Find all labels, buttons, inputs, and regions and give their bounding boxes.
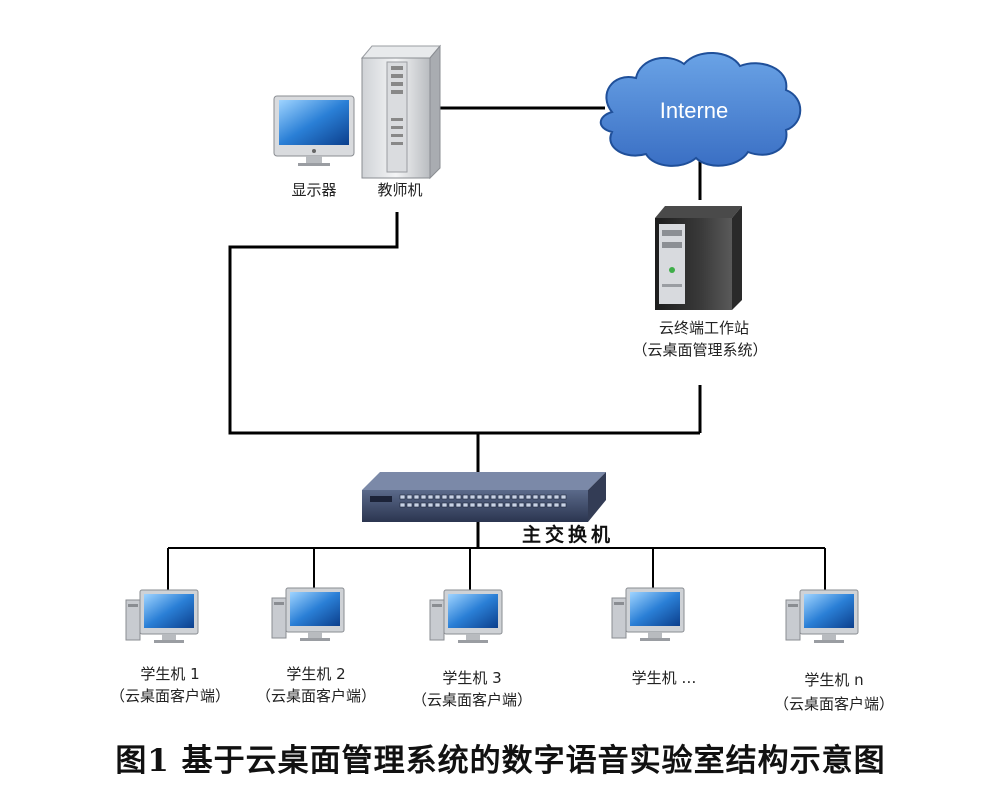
teacher-pc-tower-icon (360, 44, 442, 180)
workstation-label-line1: 云终端工作站 (658, 319, 750, 337)
student-role-2: （云桌面客户端） (255, 687, 377, 705)
workstation-server-icon (655, 206, 742, 310)
teacher-pc-label: 教师机 (377, 181, 423, 199)
student-name-4: 学生机 … (631, 669, 697, 687)
student-role-5: （云桌面客户端） (773, 695, 895, 713)
main-switch-icon (362, 472, 606, 522)
student-pc-icon-2 (271, 587, 345, 641)
workstation-label-line2: （云桌面管理系统） (632, 341, 768, 359)
internet-label: Interne (660, 98, 729, 123)
student-name-3: 学生机 3 (442, 669, 502, 687)
student-name-1: 学生机 1 (140, 665, 200, 683)
student-name-5: 学生机 n (804, 671, 864, 689)
main-switch-label: 主交换机 (522, 524, 615, 546)
student-role-3: （云桌面客户端） (411, 691, 533, 709)
student-name-2: 学生机 2 (286, 665, 346, 683)
student-role-1: （云桌面客户端） (109, 687, 231, 705)
teacher-to-switch-link (228, 212, 700, 435)
teacher-monitor-icon (273, 95, 355, 166)
teacher-monitor-label: 显示器 (291, 181, 337, 199)
figure-caption: 图1 基于云桌面管理系统的数字语音实验室结构示意图 (115, 743, 886, 779)
internet-cloud-icon: Interne (599, 51, 802, 167)
student-pc-icon-4 (611, 587, 685, 641)
student-pc-icon-3 (429, 589, 503, 643)
student-pc-icon-5 (785, 589, 859, 643)
student-pc-icon-1 (125, 589, 199, 643)
connection-lines (167, 106, 826, 590)
